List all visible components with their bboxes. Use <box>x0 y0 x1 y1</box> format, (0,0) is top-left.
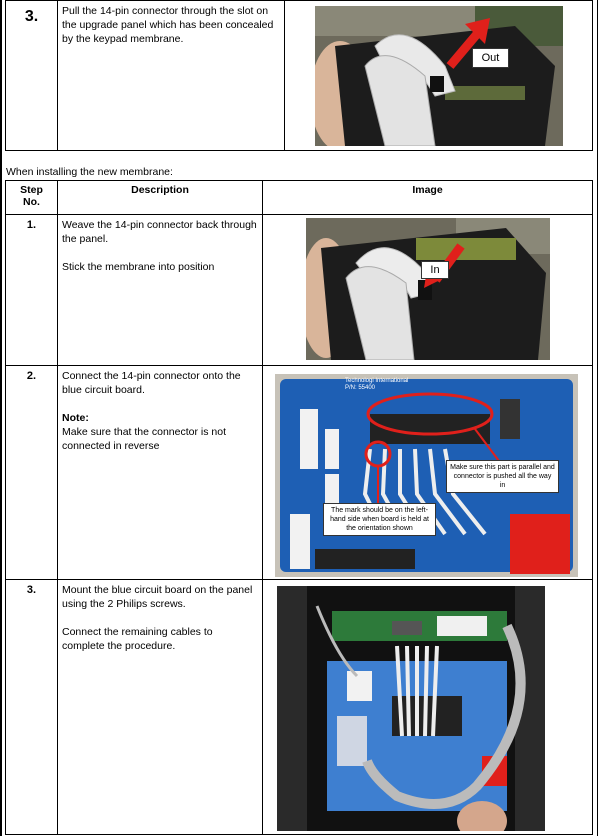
row2-image-cell: Technologi International P/N: 55400 Make… <box>262 365 593 580</box>
steps-table: Step No. Description Image 1. Weave the … <box>5 180 593 835</box>
row2-note: Make sure that the connector is not conn… <box>62 426 227 452</box>
table-row: 1. Weave the 14-pin connector back throu… <box>5 214 593 366</box>
top-description-cell: Pull the 14-pin connector through the sl… <box>57 0 285 151</box>
row1-line1: Weave the 14-pin connector back through … <box>62 219 257 245</box>
photo-out-label: Out <box>472 48 509 68</box>
header-description: Description <box>57 180 263 215</box>
row3-image-cell <box>262 579 593 835</box>
row1-image-cell: In <box>262 214 593 366</box>
photo-in-label: In <box>421 261 449 279</box>
header-step: Step No. <box>5 180 58 215</box>
row1-line2: Stick the membrane into position <box>62 261 215 273</box>
row1-description: Weave the 14-pin connector back through … <box>57 214 263 366</box>
row3-step: 3. <box>5 579 58 835</box>
row3-line1: Mount the blue circuit board on the pane… <box>62 584 253 610</box>
mounted-board-photo <box>277 586 545 831</box>
row2-note-title: Note: <box>62 412 89 424</box>
table-row: 3. Mount the blue circuit board on the p… <box>5 579 593 835</box>
board-text: Technologi International P/N: 55400 <box>345 378 409 391</box>
callout-mark: The mark should be on the left-hand side… <box>323 503 436 536</box>
row2-description: Connect the 14-pin connector onto the bl… <box>57 365 263 580</box>
row2-line1: Connect the 14-pin connector onto the bl… <box>62 370 241 396</box>
intro-text: When installing the new membrane: <box>6 166 173 178</box>
photo-in <box>306 218 550 360</box>
top-description: Pull the 14-pin connector through the sl… <box>62 5 274 45</box>
callout-parallel: Make sure this part is parallel and conn… <box>446 460 559 493</box>
table-row: 2. Connect the 14-pin connector onto the… <box>5 365 593 580</box>
page-border-left <box>0 0 2 836</box>
top-image-cell: Out <box>284 0 593 151</box>
row3-line2: Connect the remaining cables to complete… <box>62 626 213 652</box>
row2-step: 2. <box>5 365 58 580</box>
row3-description: Mount the blue circuit board on the pane… <box>57 579 263 835</box>
header-image: Image <box>262 180 593 215</box>
top-table: 3. Pull the 14-pin connector through the… <box>5 0 593 151</box>
top-step-cell: 3. <box>5 0 58 151</box>
row1-step: 1. <box>5 214 58 366</box>
top-step-number: 3. <box>24 8 39 25</box>
photo-out <box>315 6 563 146</box>
